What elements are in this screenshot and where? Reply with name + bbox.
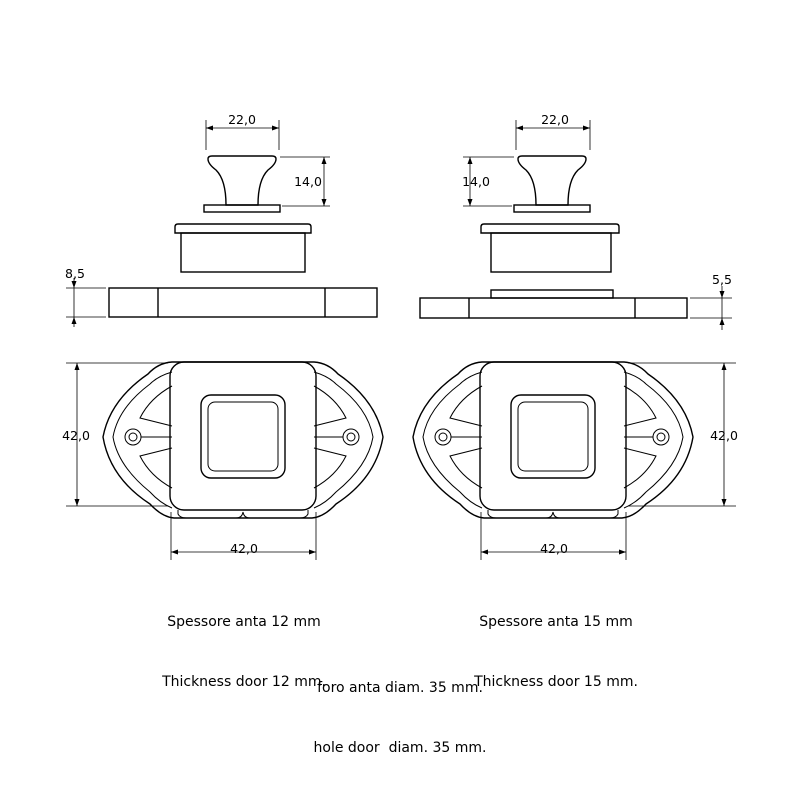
right-knob-width-dimension: 22,0 xyxy=(515,112,591,150)
left-plan-view xyxy=(102,361,384,519)
right-body-height-dimension: 42,0 xyxy=(628,362,738,507)
left-plate-thickness-label: 8,5 xyxy=(65,266,85,281)
right-plan-view xyxy=(412,361,694,519)
left-knob-height-label: 14,0 xyxy=(294,174,322,189)
right-caption: Spessore anta 15 mm Thickness door 15 mm… xyxy=(436,572,676,712)
left-knob-width-label: 22,0 xyxy=(228,112,256,127)
left-knob xyxy=(203,155,281,213)
footer-line1: foro anta diam. 35 mm. xyxy=(317,680,483,696)
left-knob-width-dimension: 22,0 xyxy=(205,112,280,150)
left-cup xyxy=(174,223,312,273)
left-body-height-label: 42,0 xyxy=(62,428,90,443)
right-knob-height-label: 14,0 xyxy=(462,174,490,189)
right-plate-thickness-label: 5,5 xyxy=(712,272,732,287)
left-assembly: 22,0 14,0 8,5 xyxy=(62,112,384,560)
footer-note: foro anta diam. 35 mm. hole door diam. 3… xyxy=(250,638,550,778)
right-knob-height-dimension: 14,0 xyxy=(462,156,514,207)
left-body-height-dimension: 42,0 xyxy=(62,362,168,507)
right-knob-width-label: 22,0 xyxy=(541,112,569,127)
right-cup xyxy=(480,223,620,273)
right-body-width-dimension: 42,0 xyxy=(480,512,627,560)
left-body-width-label: 42,0 xyxy=(230,541,258,556)
right-body-height-label: 42,0 xyxy=(710,428,738,443)
left-caption: Spessore anta 12 mm Thickness door 12 mm… xyxy=(124,572,364,712)
right-knob xyxy=(513,155,591,213)
left-plate-thickness-dimension: 8,5 xyxy=(65,266,106,327)
left-body-width-dimension: 42,0 xyxy=(170,512,317,560)
left-knob-height-dimension: 14,0 xyxy=(280,156,330,207)
left-caption-line2: Thickness door 12 mm. xyxy=(162,674,326,690)
right-assembly: 22,0 14,0 5,5 xyxy=(412,112,738,560)
right-body-width-label: 42,0 xyxy=(540,541,568,556)
right-base-plate xyxy=(419,289,688,319)
footer-line2: hole door diam. 35 mm. xyxy=(313,740,487,756)
left-caption-line1: Spessore anta 12 mm xyxy=(167,614,321,630)
left-base-plate xyxy=(108,287,378,318)
right-plate-thickness-dimension: 5,5 xyxy=(690,272,732,330)
right-caption-line1: Spessore anta 15 mm xyxy=(479,614,633,630)
right-caption-line2: Thickness door 15 mm. xyxy=(474,674,638,690)
